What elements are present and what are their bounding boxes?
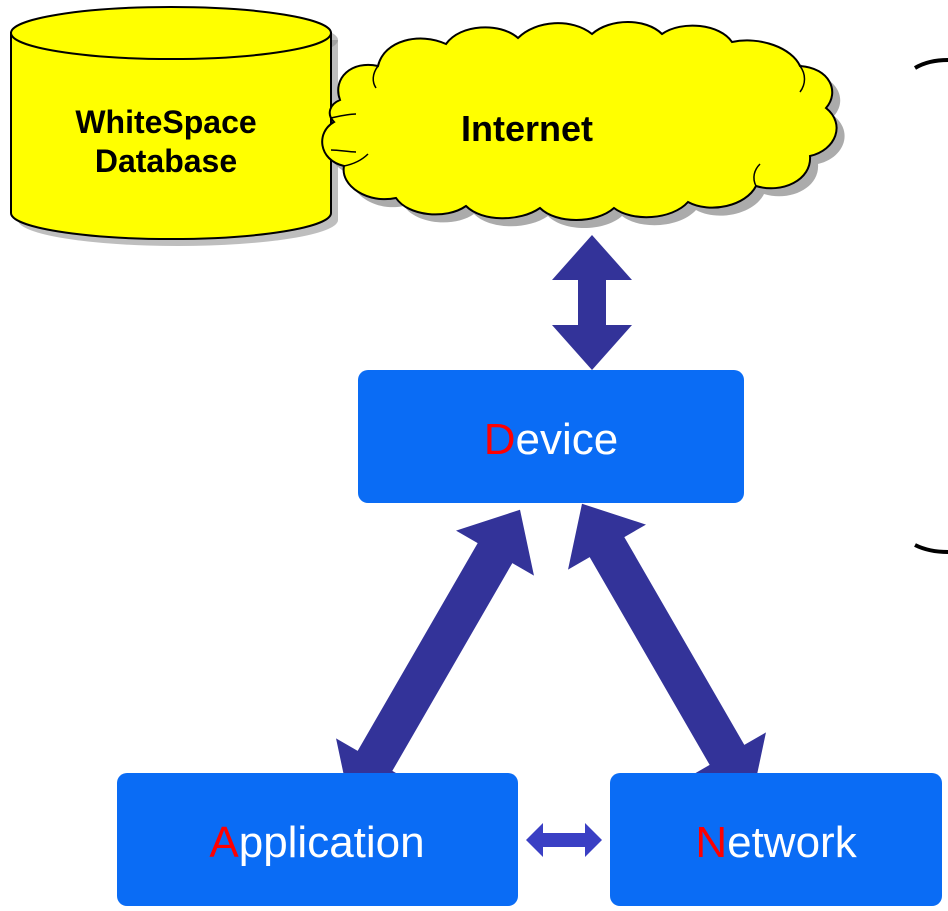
internet-device-arrow (552, 235, 632, 370)
device-label-rest: evice (516, 415, 619, 464)
device-node: Device (358, 370, 744, 503)
application-network-arrow (526, 823, 602, 857)
device-network-arrow (568, 503, 766, 799)
device-initial: D (484, 415, 516, 464)
svg-text:Device: Device (484, 415, 619, 464)
application-label-rest: pplication (239, 818, 425, 867)
bracket-bottom-fragment (914, 543, 948, 554)
database-cylinder-top (10, 6, 332, 60)
database-label-line1: WhiteSpace (75, 104, 256, 140)
cloud-shape (321, 21, 838, 221)
svg-text:Network: Network (695, 818, 857, 867)
database-cylinder-body (10, 32, 332, 240)
network-initial: N (695, 818, 727, 867)
svg-text:Application: Application (209, 818, 424, 867)
network-label-rest: etwork (727, 818, 858, 867)
application-initial: A (209, 818, 239, 867)
application-node: Application (117, 773, 518, 906)
whitespace-database (10, 6, 338, 246)
device-application-arrow (336, 509, 534, 805)
bracket-top-fragment (913, 58, 948, 70)
internet-label: Internet (461, 108, 593, 149)
database-label-line2: Database (95, 143, 237, 179)
network-node: Network (610, 773, 942, 906)
internet-cloud (321, 21, 845, 228)
